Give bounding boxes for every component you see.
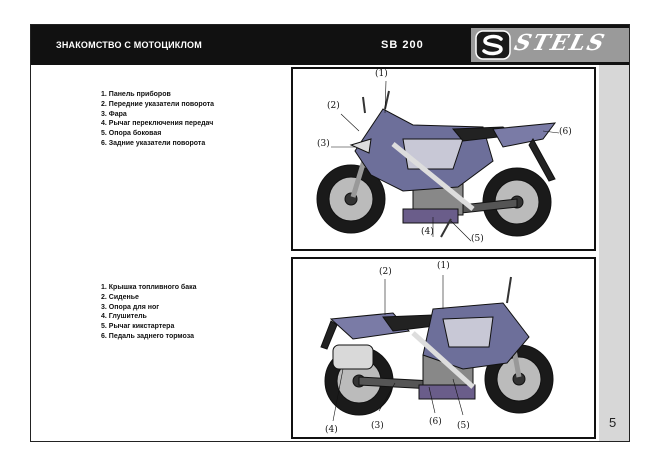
callout-label: (1) bbox=[375, 69, 388, 79]
manual-page: ЗНАКОМСТВО С МОТОЦИКЛОМ SB 200 STELS 5 1… bbox=[30, 24, 630, 442]
side-strip bbox=[599, 65, 629, 441]
list-item: 2. Передние указатели поворота bbox=[101, 100, 215, 108]
list-item: 4. Глушитель bbox=[101, 313, 147, 321]
page-number: 5 bbox=[609, 415, 617, 430]
callout-label: (1) bbox=[437, 261, 450, 271]
top-parts-list: 1. Панель приборов 2. Передние указатели… bbox=[101, 90, 214, 149]
list-item: 6. Педаль заднего тормоза bbox=[101, 332, 194, 340]
callout-label: (4) bbox=[421, 227, 434, 237]
callout-label: (6) bbox=[559, 127, 572, 137]
bottom-parts-list: 1. Крышка топливного бака 2. Сиденье 3. … bbox=[101, 283, 197, 342]
callout-label: (5) bbox=[457, 421, 470, 431]
list-item: 1. Крышка топливного бака bbox=[101, 284, 197, 291]
list-item: 2. Сиденье bbox=[101, 293, 139, 301]
brand-emblem-icon bbox=[475, 30, 511, 60]
list-item: 3. Фара bbox=[101, 110, 127, 118]
brand-logo: STELS bbox=[471, 28, 629, 62]
list-item: 6. Задние указатели поворота bbox=[101, 139, 206, 147]
list-item: 4. Рычаг переключения передач bbox=[101, 120, 214, 128]
motorcycle-left-view: (1) (2) (3) (4) (5) (6) bbox=[291, 67, 596, 251]
list-item: 5. Опора боковая bbox=[101, 130, 162, 138]
brand-wordmark: STELS bbox=[511, 30, 609, 56]
callout-label: (6) bbox=[429, 417, 442, 427]
callout-label: (2) bbox=[379, 267, 392, 277]
motorcycle-left-illustration bbox=[316, 80, 560, 242]
callout-label: (4) bbox=[325, 425, 338, 435]
page-header: ЗНАКОМСТВО С МОТОЦИКЛОМ SB 200 STELS bbox=[31, 25, 629, 65]
model-name: SB 200 bbox=[381, 39, 424, 51]
list-item: 5. Рычаг кикстартера bbox=[101, 323, 175, 331]
callout-label: (2) bbox=[327, 101, 340, 111]
callout-label: (3) bbox=[317, 139, 330, 149]
list-item: 1. Панель приборов bbox=[101, 91, 171, 98]
motorcycle-right-illustration bbox=[320, 275, 554, 422]
callout-label: (3) bbox=[371, 421, 384, 431]
callout-label: (5) bbox=[471, 234, 484, 244]
list-item: 3. Опора для ног bbox=[101, 303, 160, 311]
motorcycle-right-view: (1) (2) (3) (4) (5) (6) bbox=[291, 257, 596, 439]
section-title: ЗНАКОМСТВО С МОТОЦИКЛОМ bbox=[56, 40, 202, 50]
